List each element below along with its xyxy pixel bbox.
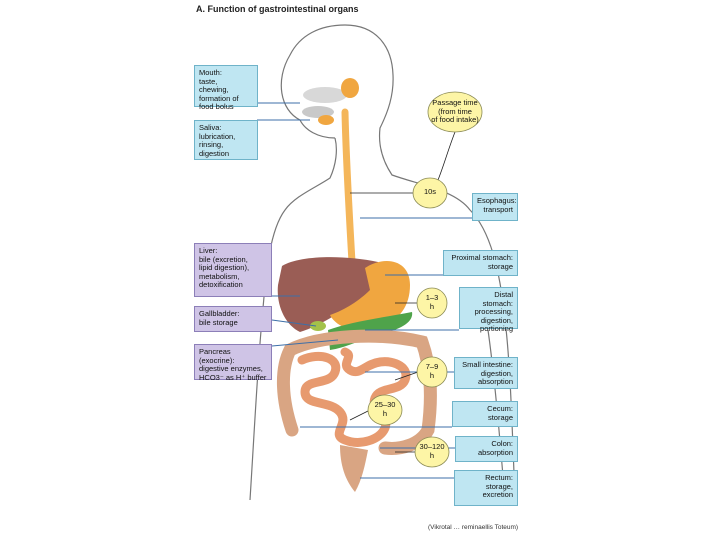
label-esophagus: Esophagus: transport (472, 193, 518, 221)
label-proximal-stomach: Proximal stomach: storage (443, 250, 518, 276)
nasal-cavity (303, 87, 347, 103)
label-gallbladder: Gallbladder: bile storage (194, 306, 272, 332)
passage-time-text: Passage time (from time of food intake) (428, 99, 482, 125)
colon-time-text: 30–120 h (413, 443, 451, 460)
leader-passage-time (438, 132, 455, 180)
esophagus-time-text: 10s (413, 188, 447, 197)
small-intestine-time-text: 7–9 h (417, 363, 447, 380)
label-colon: Colon: absorption (455, 436, 518, 462)
salivary-gland-parotid (341, 78, 359, 98)
label-mouth: Mouth: taste, chewing, formation of food… (194, 65, 258, 107)
label-rectum: Rectum: storage, excretion (454, 470, 518, 506)
cecum-time-text: 25–30 h (368, 401, 402, 418)
leader-cecum-time (350, 410, 370, 420)
stomach-time-text: 1–3 h (417, 294, 447, 311)
label-pancreas: Pancreas (exocrine): digestive enzymes, … (194, 344, 272, 380)
label-cecum: Cecum: storage (452, 401, 518, 427)
rectum (340, 445, 368, 492)
label-liver: Liver: bile (excretion, lipid digestion)… (194, 243, 272, 297)
salivary-gland-submandibular (318, 115, 334, 125)
label-small-intestine: Small intestine: digestion, absorption (454, 357, 518, 389)
figure-credit: (Vikrotal … reminaellis Toteum) (428, 524, 518, 531)
label-distal-stomach: Distal stomach: processing, digestion, p… (459, 287, 518, 329)
esophagus (345, 112, 352, 262)
label-saliva: Saliva: lubrication, rinsing, digestion (194, 120, 258, 160)
